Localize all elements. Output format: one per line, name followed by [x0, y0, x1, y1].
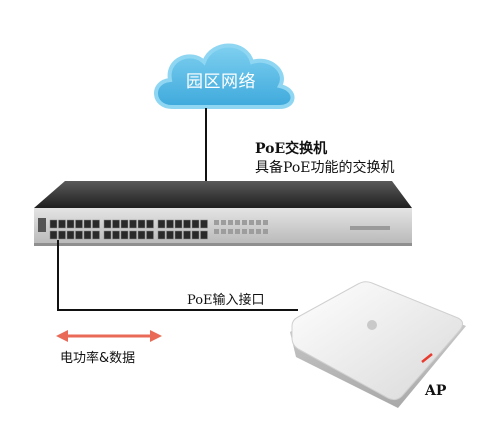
switch-port	[92, 230, 100, 240]
switch-port	[157, 219, 166, 229]
sfp-slot	[256, 220, 261, 225]
switch-port	[183, 219, 191, 229]
switch-top	[34, 181, 412, 208]
ap-status-led	[421, 353, 433, 363]
switch-port	[129, 230, 137, 240]
ap-label: AP	[425, 383, 447, 399]
switch-port	[66, 219, 75, 229]
switch-port	[146, 219, 154, 229]
cloud-label: 园区网络	[186, 72, 256, 92]
switch-port	[166, 219, 174, 229]
sfp-slot	[263, 229, 268, 234]
switch-port	[103, 230, 112, 240]
sfp-slot	[235, 229, 240, 234]
switch-port	[166, 230, 174, 240]
switch-port	[103, 219, 112, 229]
switch-port	[157, 230, 166, 240]
switch-port	[183, 230, 191, 240]
sfp-slot	[249, 229, 254, 234]
access-point	[290, 281, 466, 408]
switch-port	[112, 219, 120, 229]
poe-cable	[57, 240, 298, 311]
sfp-slot	[228, 220, 233, 225]
switch-brand-mark	[350, 226, 390, 230]
switch-port	[58, 219, 66, 229]
switch-port	[146, 230, 154, 240]
switch-port	[191, 230, 200, 240]
switch-port	[129, 219, 137, 229]
switch-port	[174, 230, 183, 240]
switch-port	[49, 219, 58, 229]
switch-port	[75, 230, 83, 240]
switch-badge	[38, 218, 46, 232]
ap-face	[291, 281, 464, 401]
cloud-shape	[154, 43, 295, 109]
switch-port	[49, 230, 58, 240]
sfp-slot	[242, 229, 247, 234]
switch-port	[200, 230, 208, 240]
huawei-logo-icon	[367, 320, 377, 330]
poe-switch	[34, 181, 412, 246]
switch-port	[92, 219, 100, 229]
sfp-slot	[256, 229, 261, 234]
poe-input-port-label: PoE输入接口	[187, 293, 265, 308]
switch-port	[174, 219, 183, 229]
switch-port	[66, 230, 75, 240]
switch-sfp-ports	[214, 220, 268, 234]
switch-port	[120, 230, 129, 240]
switch-port	[75, 219, 83, 229]
switch-port	[83, 230, 92, 240]
switch-port	[137, 230, 146, 240]
sfp-slot	[249, 220, 254, 225]
sfp-slot	[214, 220, 219, 225]
sfp-slot	[263, 220, 268, 225]
campus-network-cloud	[154, 43, 295, 109]
switch-ports	[49, 219, 208, 240]
power-data-arrow	[56, 330, 162, 342]
sfp-slot	[242, 220, 247, 225]
switch-port	[58, 230, 66, 240]
sfp-slot	[214, 229, 219, 234]
switch-port	[191, 219, 200, 229]
switch-port	[200, 219, 208, 229]
switch-port	[83, 219, 92, 229]
sfp-slot	[221, 220, 226, 225]
sfp-slot	[221, 229, 226, 234]
switch-port	[120, 219, 129, 229]
switch-port	[112, 230, 120, 240]
switch-description: 具备PoE功能的交换机	[255, 160, 395, 176]
switch-title: PoE交换机	[255, 141, 328, 157]
switch-port	[137, 219, 146, 229]
sfp-slot	[228, 229, 233, 234]
power-data-label: 电功率&数据	[60, 351, 136, 366]
sfp-slot	[235, 220, 240, 225]
